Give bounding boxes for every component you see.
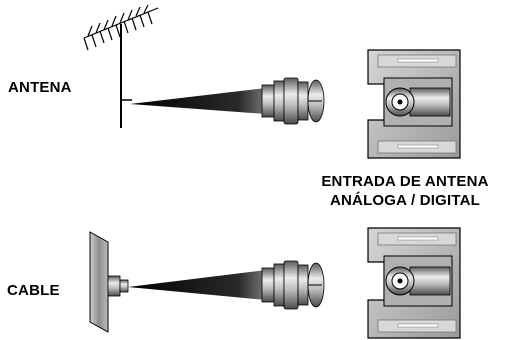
antenna-input-caption: ENTRADA DE ANTENA ANÁLOGA / DIGITAL [302,172,508,210]
tv-antenna-input-panel-bottom [367,227,461,339]
antenna-input-caption-line2: ANÁLOGA / DIGITAL [329,192,481,209]
cable-label: CABLE [7,282,60,299]
wall-cable-outlet-icon [89,231,129,333]
antenna-coax-connector-icon [130,77,325,125]
tv-antenna-input-panel-top [367,49,461,159]
antenna-icon [83,4,159,128]
antenna-label: ANTENA [8,79,72,96]
antenna-input-caption-line1: ENTRADA DE ANTENA [321,173,489,190]
cable-coax-connector-icon [128,260,325,310]
